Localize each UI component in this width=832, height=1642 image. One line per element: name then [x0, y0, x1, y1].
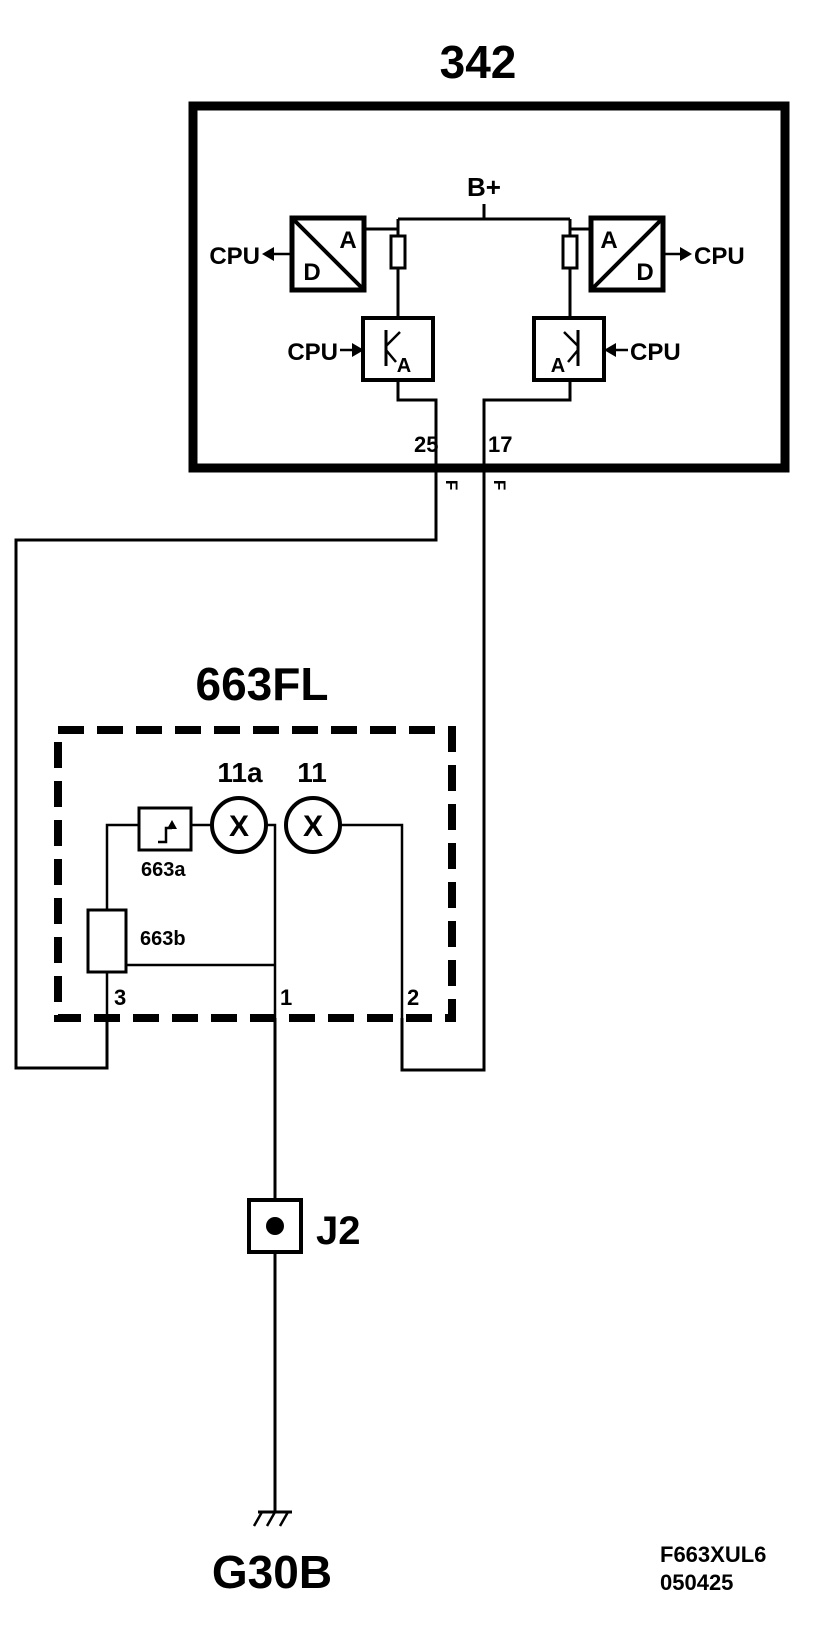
adc-left-d: D	[303, 259, 320, 286]
driver-right: A	[532, 316, 606, 382]
module-663fl-title: 663FL	[196, 658, 329, 710]
module-342-box	[188, 101, 790, 473]
lamp-11a-label: 11a	[217, 757, 263, 788]
adc-left-a: A	[339, 227, 356, 254]
driver-left-cpu-label: CPU	[287, 339, 338, 366]
lamp-common-wire	[266, 823, 277, 1018]
driver-right-glyph: A	[551, 355, 565, 377]
connector-left-label: F	[442, 480, 461, 490]
pin-17-internal-wire	[482, 380, 572, 468]
part-663b-label: 663b	[140, 928, 186, 950]
lamp-11-to-pin2-wire	[340, 823, 404, 1018]
pin-2-label: 2	[407, 985, 419, 1010]
adc-left: A D	[289, 215, 367, 293]
pin-25-internal-wire	[396, 380, 438, 468]
adc-right-arrow-icon	[680, 247, 692, 261]
splice-j2-dot	[266, 1217, 284, 1235]
pin-25-label: 25	[414, 432, 438, 457]
lamp-11-symbol: X	[303, 810, 323, 843]
footer-code: F663XUL6	[660, 1542, 766, 1567]
pin-17-label: 17	[488, 432, 512, 457]
module-663fl-box	[54, 726, 456, 1022]
pin-1-label: 1	[280, 985, 292, 1010]
adc-right: A D	[588, 215, 666, 293]
lamp-11-label: 11	[297, 757, 327, 788]
adc-right-cpu-label: CPU	[694, 243, 745, 270]
adc-right-a: A	[600, 227, 617, 254]
wire-pin17-to-pin2	[400, 468, 486, 1072]
adc-left-arrow-icon	[262, 247, 274, 261]
driver-right-arrow-icon	[604, 343, 616, 357]
lamp-11a-symbol: X	[229, 810, 249, 843]
663a-to-663b-wire	[105, 823, 139, 910]
wire-pin25-to-pin3	[14, 468, 438, 1070]
connector-f-right: F	[490, 480, 509, 490]
part-663a-arrow-icon	[167, 820, 177, 829]
adc-right-d: D	[636, 259, 653, 286]
footer-date: 050425	[660, 1570, 733, 1595]
ground-icon	[252, 1510, 292, 1527]
connector-f-left: F	[442, 480, 461, 490]
driver-right-cpu-label: CPU	[630, 339, 681, 366]
splice-j2-label: J2	[316, 1209, 361, 1253]
driver-left-glyph: A	[397, 355, 411, 377]
driver-left-arrow-icon	[352, 343, 364, 357]
connector-right-label: F	[490, 480, 509, 490]
pin-3-label: 3	[114, 985, 126, 1010]
resistor-left	[389, 234, 407, 270]
supply-label: B+	[467, 172, 501, 202]
module-342-title: 342	[440, 36, 517, 88]
resistor-right	[561, 234, 579, 270]
ground-label: G30B	[212, 1546, 332, 1598]
part-663b	[86, 908, 128, 974]
adc-left-cpu-label: CPU	[209, 243, 260, 270]
part-663a-label: 663a	[141, 859, 186, 881]
driver-left: A	[361, 316, 435, 382]
